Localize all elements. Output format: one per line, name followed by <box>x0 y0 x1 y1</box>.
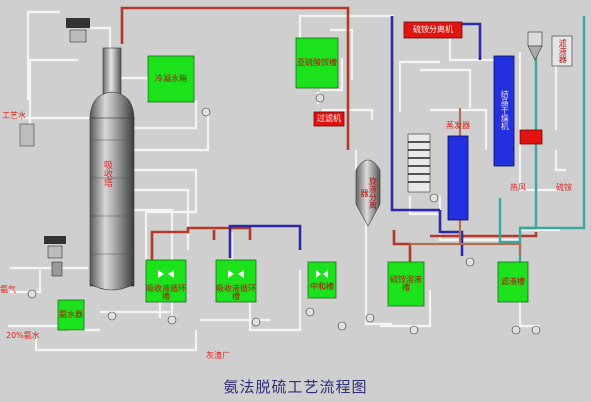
ammonium-sulfite-tank <box>295 37 339 89</box>
ammonia-water-tank <box>57 299 85 331</box>
absorption-tower <box>89 47 135 291</box>
sulfate-storage <box>387 261 425 307</box>
stirrers <box>158 270 328 278</box>
sulfate-storage-label: 硫铵溶液槽 <box>390 274 422 292</box>
sulfate-separator-box <box>403 21 463 39</box>
ammonium-sulfate-label: 硫铵 <box>556 183 572 192</box>
process-water-label: 工艺水 <box>2 111 26 120</box>
absorb-pool-2 <box>215 259 257 303</box>
filter-label: 过滤机 <box>317 113 341 123</box>
crystallizer-label: 结晶干燥机 <box>500 90 510 130</box>
filtrate-pot-box <box>519 129 543 145</box>
evaporator-label: 蒸发器 <box>446 121 470 130</box>
cooling-tank <box>147 55 195 103</box>
filtrate-tank-label: 滤液槽 <box>501 276 525 286</box>
ammonia-gas-label: 氨气 <box>0 285 16 294</box>
filtrate-container <box>551 35 573 67</box>
filter-box <box>313 111 345 127</box>
filtrate-tank <box>497 261 529 303</box>
heat-exchanger <box>407 133 431 193</box>
centrifuge-separator <box>355 159 381 227</box>
pipes-white <box>8 10 566 352</box>
cyclone <box>527 31 543 61</box>
cooling-tank-label: 冷凝水箱 <box>155 73 187 83</box>
diagram-title: 氨法脱硫工艺流程图 <box>223 378 368 396</box>
sulfate-separator-label: 硫铵分离机 <box>413 24 453 34</box>
tower-label: 吸收塔 <box>102 160 112 187</box>
red-boxes <box>313 21 543 145</box>
middle-tank-label: 中和槽 <box>310 281 334 291</box>
filtrate-pot-label: 滤液器 <box>558 39 568 63</box>
pumps <box>27 93 541 335</box>
middle-tank <box>307 261 337 299</box>
green-vessels <box>57 37 529 331</box>
absorb-pool-1-label: 吸收液循环槽 <box>146 283 186 301</box>
ammonia-20-label: 20%氨水 <box>6 331 40 340</box>
evaporator <box>447 135 469 221</box>
ash-plant-label: 灰渣厂 <box>206 351 230 360</box>
ammonia-water-label: 氨水器 <box>59 309 83 319</box>
absorb-pool-1 <box>145 259 187 303</box>
crystallizer <box>493 55 515 167</box>
ammonium-sulfite-tank-label: 亚硫酸铵槽 <box>297 57 337 67</box>
hot-air-label: 热风 <box>510 183 526 192</box>
centrifuge-separator-label: 旋液分离器 <box>360 177 378 209</box>
absorb-pool-2-label: 吸收液循环槽 <box>216 283 256 301</box>
instruments <box>19 18 90 277</box>
blue-columns <box>447 55 515 221</box>
